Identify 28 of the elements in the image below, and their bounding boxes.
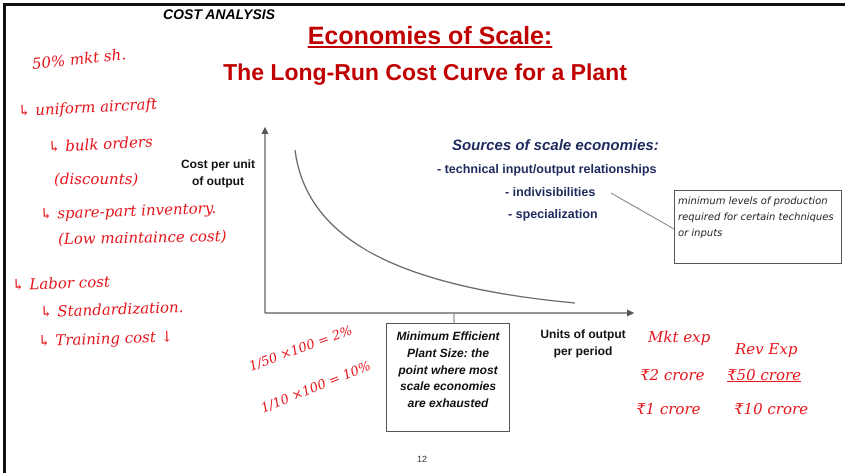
subtitle: The Long-Run Cost Curve for a Plant — [222, 58, 628, 87]
handwritten-note: ₹2 crore — [640, 366, 705, 385]
page-number: 12 — [417, 454, 428, 466]
handwritten-note: ↳ Training cost ↓ — [38, 327, 174, 351]
handwritten-note: ₹50 crore — [727, 366, 802, 385]
handwritten-note: 50% mkt sh. — [31, 45, 127, 74]
handwritten-note: ↳ Labor cost — [12, 272, 110, 295]
callout-box: Minimum Efficient Plant Size: the point where most scale economies are exhausted — [386, 323, 510, 432]
handwritten-note: ↳ bulk orders — [48, 132, 154, 157]
leader-line — [610, 192, 674, 230]
axis-label: Cost per unit of output — [180, 156, 256, 190]
list-heading: Sources of scale economies: — [452, 137, 659, 156]
handwritten-note: ↳ Standardization. — [40, 298, 184, 322]
list-item: - indivisibilities — [505, 185, 607, 201]
section-heading: COST ANALYSIS — [163, 6, 276, 24]
title: Economies of Scale: — [308, 22, 552, 50]
handwritten-note: ₹1 crore — [636, 400, 701, 419]
handwritten-note: ↳ uniform aircraft — [18, 94, 158, 121]
list-item: - specialization — [508, 207, 598, 223]
list-item: - technical input/output relationships — [437, 162, 656, 178]
axis-label: Units of output per period — [539, 326, 627, 360]
handwritten-note: Rev Exp — [735, 340, 798, 359]
handwritten-note: ↳ spare-part inventory. — [40, 198, 216, 224]
note-box: minimum levels of production required for certain techniques or inputs — [674, 190, 842, 264]
handwritten-note: (discounts) — [54, 170, 138, 189]
handwritten-note: (Low maintaince cost) — [58, 227, 227, 249]
handwritten-note: Mkt exp — [648, 328, 710, 347]
handwritten-note: ₹10 crore — [734, 400, 808, 419]
